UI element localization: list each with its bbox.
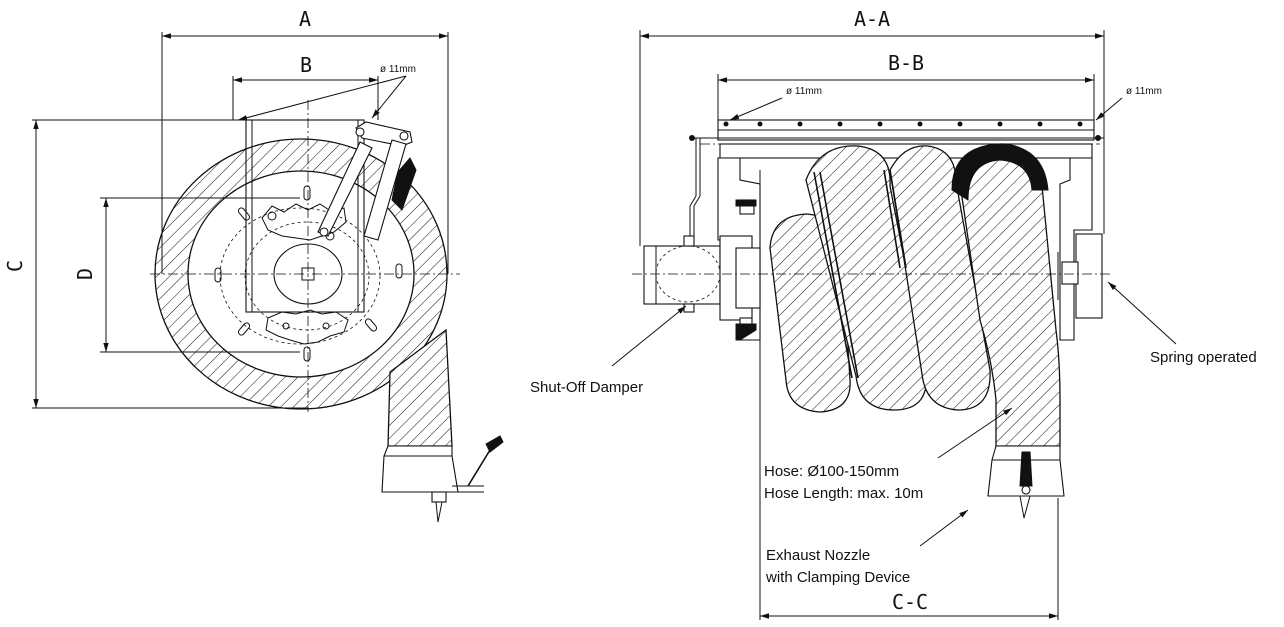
front-view-damper-box	[643, 245, 721, 305]
clamping-device-label: with Clamping Device	[765, 569, 910, 586]
hole-callout-middle: ø 11mm	[786, 86, 822, 97]
shut-off-damper-label: Shut-Off Damper	[530, 379, 643, 396]
front-view-spring-housing	[1075, 233, 1103, 319]
dimension-d-label: D	[73, 268, 97, 280]
side-view: A B ø 11mm C D	[3, 7, 504, 523]
front-view-hose-coil-3	[889, 145, 991, 411]
dimension-aa-label: A-A	[854, 7, 890, 31]
side-view-clamp-lever	[485, 435, 504, 453]
front-view: A-A B-B ø 11mm ø 11mm C-C	[611, 7, 1177, 620]
hole-callout-right: ø 11mm	[1126, 86, 1162, 97]
spring-operated-label: Spring operated	[1150, 349, 1257, 366]
side-view-nozzle	[381, 445, 459, 493]
dimension-b-label: B	[300, 53, 312, 77]
side-view-spring-arm	[317, 121, 417, 241]
hose-leader	[937, 407, 1013, 459]
damper-leader	[611, 305, 687, 367]
dimension-a-label: A	[299, 7, 311, 31]
spring-leader	[1107, 281, 1177, 345]
front-view-right-frame	[1059, 157, 1093, 341]
exhaust-nozzle-label: Exhaust Nozzle	[766, 547, 870, 564]
dimension-bb-label: B-B	[888, 51, 924, 75]
side-view-slots	[214, 185, 403, 362]
front-view-hose-sleeve	[951, 143, 1049, 201]
hose-diameter-label: Hose: Ø100-150mm	[764, 463, 899, 480]
side-view-duct	[245, 119, 365, 313]
side-view-sprocket-bottom	[265, 309, 349, 345]
dimension-cc-label: C-C	[892, 590, 928, 614]
nozzle-leader	[919, 509, 969, 547]
hose-length-label: Hose Length: max. 10m	[764, 485, 923, 502]
dimension-c-label: C	[3, 260, 27, 272]
hole-callout-left: ø 11mm	[380, 64, 416, 75]
